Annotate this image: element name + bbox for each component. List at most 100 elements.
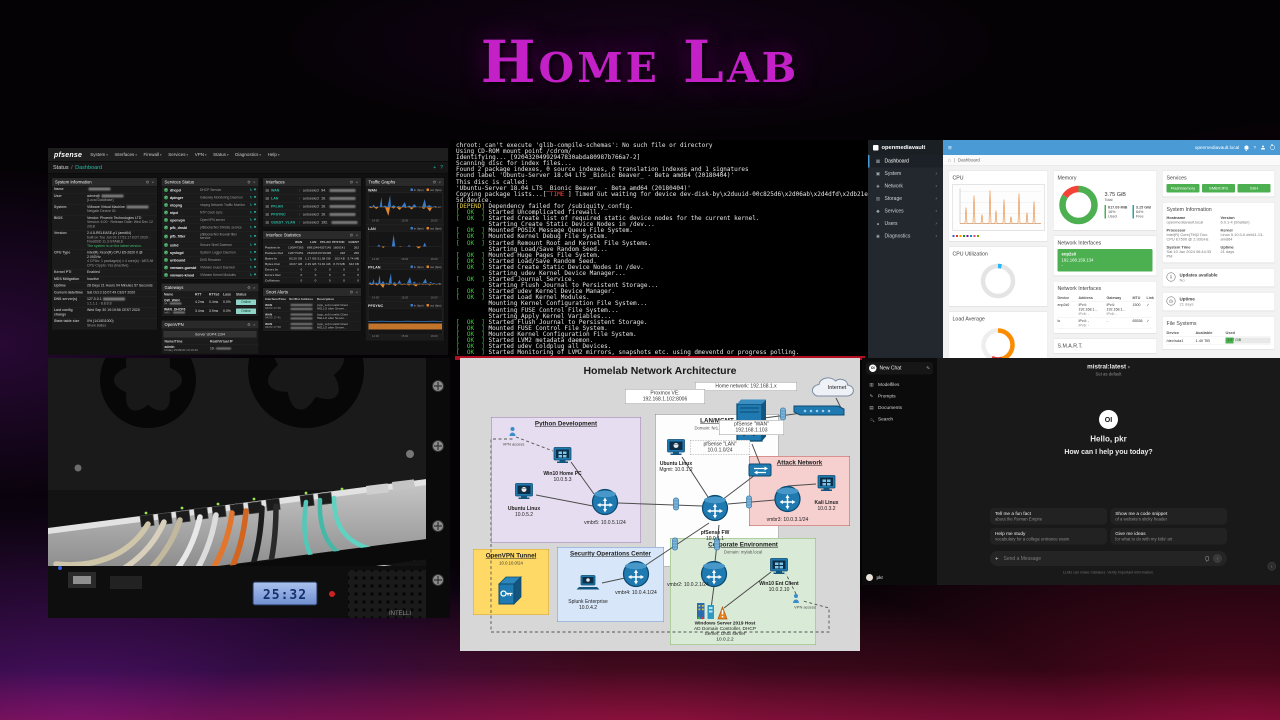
attach-icon[interactable]: + bbox=[995, 555, 999, 562]
panel-settings-icon[interactable]: ⚙ bbox=[247, 322, 251, 327]
stop-service-icon[interactable]: ■ bbox=[253, 225, 256, 230]
restart-service-icon[interactable]: ↻ bbox=[249, 243, 253, 248]
sidebar-item[interactable]: ● Users › bbox=[876, 221, 937, 227]
panel-title: Traffic Graphs bbox=[368, 179, 396, 185]
help-icon[interactable]: ? bbox=[1253, 144, 1256, 151]
sidebar-item[interactable]: ▣ System › bbox=[875, 171, 937, 177]
panel-close-icon[interactable]: × bbox=[355, 179, 358, 185]
new-chat-button[interactable]: OI New Chat ✎ bbox=[866, 362, 933, 375]
restart-service-icon[interactable]: ↻ bbox=[249, 258, 253, 263]
restart-service-icon[interactable]: ↻ bbox=[249, 226, 253, 230]
notifications-icon[interactable] bbox=[1244, 145, 1249, 151]
sidebar-item[interactable]: ◈ Network › bbox=[876, 183, 937, 190]
dashboard-columns: System Information ⚙× Name bbox=[48, 174, 448, 355]
set-default-link[interactable]: Set as default bbox=[1095, 371, 1122, 377]
suggestion-card[interactable]: Show me a code snippet of a website's st… bbox=[1110, 508, 1227, 525]
rack-illustration: 25:32 INTELLI bbox=[48, 358, 450, 618]
message-input[interactable] bbox=[1002, 555, 1202, 562]
home-icon[interactable]: ⌂ bbox=[948, 157, 951, 163]
stop-service-icon[interactable]: ■ bbox=[253, 195, 256, 200]
sidebar-item[interactable]: ✎ Prompts bbox=[869, 393, 896, 400]
panel-close-icon[interactable]: × bbox=[253, 322, 256, 327]
sidebar-item[interactable]: ▥ Storage › bbox=[875, 196, 937, 202]
stop-service-icon[interactable]: ■ bbox=[253, 250, 256, 255]
sidebar-item[interactable]: ▦ Dashboard › bbox=[868, 155, 943, 168]
restart-service-icon[interactable]: ↻ bbox=[249, 211, 253, 215]
panel-close-icon[interactable]: × bbox=[355, 289, 358, 295]
panel-settings-icon[interactable]: ⚙ bbox=[247, 179, 251, 185]
menu-item[interactable]: VPN bbox=[195, 152, 207, 157]
panel-close-icon[interactable]: × bbox=[151, 179, 154, 185]
panel-settings-icon[interactable]: ⚙ bbox=[349, 179, 354, 185]
sidebar-item[interactable]: ○ Search bbox=[870, 416, 894, 423]
menu-item[interactable]: Interfaces bbox=[114, 152, 137, 157]
mic-icon[interactable] bbox=[1205, 556, 1209, 562]
panel-close-icon[interactable]: × bbox=[355, 232, 358, 238]
stop-service-icon[interactable]: ■ bbox=[253, 203, 256, 207]
suggestion-card[interactable]: Tell me a fun fact about the Roman Empir… bbox=[990, 508, 1107, 525]
sidebar-item[interactable]: ◆ Services › bbox=[876, 208, 937, 215]
restart-service-icon[interactable]: ↻ bbox=[249, 273, 253, 278]
link-up-icon: ↑ bbox=[299, 220, 301, 225]
sidebar-item[interactable]: ▥ Modelfiles bbox=[869, 382, 900, 388]
power-icon[interactable] bbox=[1270, 144, 1275, 150]
restart-service-icon[interactable]: ↻ bbox=[249, 234, 253, 239]
restart-service-icon[interactable]: ↻ bbox=[249, 196, 253, 200]
restart-service-icon[interactable]: ↻ bbox=[249, 188, 253, 193]
stop-service-icon[interactable]: ■ bbox=[253, 218, 256, 222]
panel-settings-icon[interactable]: ⚙ bbox=[145, 179, 150, 185]
stop-service-icon[interactable]: ■ bbox=[253, 210, 256, 215]
edit-icon[interactable]: ✎ bbox=[926, 365, 930, 371]
user-icon[interactable] bbox=[1261, 145, 1265, 150]
stop-service-icon[interactable]: ■ bbox=[253, 265, 256, 270]
link-up-icon: ↑ bbox=[299, 212, 301, 217]
menu-item[interactable]: Diagnostics bbox=[235, 152, 261, 157]
suggestion-card[interactable]: Help me study vocabulary for a college e… bbox=[990, 528, 1107, 545]
add-widget-icon[interactable]: + bbox=[433, 164, 437, 171]
stop-service-icon[interactable]: ■ bbox=[253, 273, 256, 277]
panel-settings-icon[interactable]: ⚙ bbox=[349, 232, 354, 238]
scroll-to-bottom-button[interactable]: ↓ bbox=[1267, 562, 1276, 571]
menu-item[interactable]: Firewall bbox=[143, 152, 161, 157]
menu-item[interactable]: System bbox=[90, 152, 108, 157]
service-enabled-button[interactable]: Flashmemory bbox=[1166, 184, 1200, 193]
stop-service-icon[interactable]: ■ bbox=[253, 258, 256, 262]
sidebar-item[interactable]: ◉ Diagnostics › bbox=[876, 233, 937, 240]
stop-service-icon[interactable]: ■ bbox=[253, 243, 256, 247]
restart-service-icon[interactable]: ↻ bbox=[249, 203, 253, 208]
usage-bar: 2.97 GiB bbox=[1225, 337, 1271, 344]
restart-service-icon[interactable]: ↻ bbox=[249, 251, 253, 255]
wan-sparkline bbox=[368, 192, 443, 220]
restart-service-icon[interactable]: ↻ bbox=[249, 218, 253, 223]
menu-item[interactable]: Services bbox=[168, 152, 188, 157]
load-gauge bbox=[981, 328, 1015, 358]
panel-close-icon[interactable]: × bbox=[253, 179, 256, 185]
openvpn-server-label: Server UDP4:1194 bbox=[163, 331, 257, 338]
panel-settings-icon[interactable]: ⚙ bbox=[247, 285, 251, 290]
user-menu[interactable]: pkr bbox=[866, 574, 933, 581]
panel-close-icon[interactable]: × bbox=[253, 285, 256, 290]
service-enabled-button[interactable]: SSH bbox=[1237, 184, 1271, 193]
suggestion-card[interactable]: Give me ideas for what to do with my kid… bbox=[1110, 528, 1227, 545]
sidebar-item[interactable]: ▤ Documents bbox=[869, 405, 903, 411]
menu-item[interactable]: Status bbox=[213, 152, 228, 157]
breadcrumb-section[interactable]: Status bbox=[53, 164, 69, 171]
service-row: ✓ ntopng ntopng Network Traffic Monitor … bbox=[161, 202, 259, 209]
menu-item[interactable]: Help bbox=[268, 152, 280, 157]
vmbr5-label: vmbr5: 10.0.5.1/24 bbox=[584, 520, 626, 526]
hamburger-menu-icon[interactable]: ≡ bbox=[948, 143, 952, 152]
stop-service-icon[interactable]: ■ bbox=[253, 234, 256, 238]
stop-service-icon[interactable]: ■ bbox=[253, 188, 256, 192]
service-enabled-button[interactable]: SMB/CIFS bbox=[1202, 184, 1235, 193]
restart-service-icon[interactable]: ↻ bbox=[249, 266, 253, 270]
panel-settings-icon[interactable]: ⚙ bbox=[349, 289, 354, 295]
help-icon[interactable]: ? bbox=[440, 164, 443, 171]
send-button[interactable]: ↑ bbox=[1213, 554, 1222, 563]
panel-close-icon[interactable]: × bbox=[438, 179, 441, 185]
model-selector[interactable]: mistral:latest ▾ bbox=[1087, 363, 1130, 370]
panel-settings-icon[interactable]: ⚙ bbox=[432, 179, 437, 185]
